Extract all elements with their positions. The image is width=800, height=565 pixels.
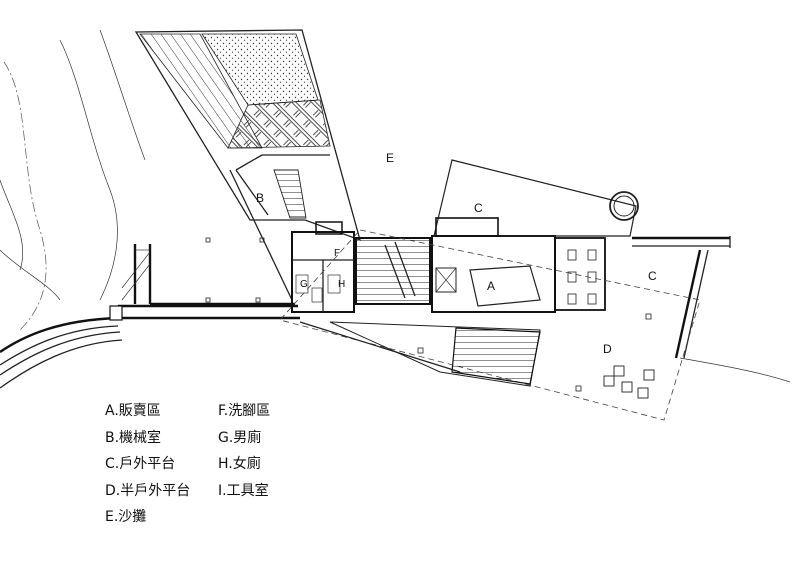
room-label-f: F	[334, 248, 340, 259]
east-rail	[632, 236, 791, 383]
toilet-core	[291, 221, 355, 313]
west-hall	[150, 169, 295, 306]
central-stair	[355, 237, 431, 305]
kiosk-block	[431, 235, 606, 313]
legend-col-1: A.販賣區 B.機械室 C.戶外平台 D.半戶外平台 E.沙攤	[105, 398, 190, 531]
bridge	[121, 244, 152, 304]
deck-d	[279, 229, 701, 421]
legend-item-h: H.女廁	[218, 456, 261, 472]
room-label-h: H	[338, 279, 345, 290]
room-label-a: A	[487, 279, 495, 293]
north-wing	[134, 29, 361, 242]
room-label-c-upper: C	[474, 201, 483, 215]
room-label-e: E	[386, 151, 394, 165]
legend-item-i: I.工具室	[218, 482, 269, 499]
room-label-d: D	[603, 342, 612, 356]
room-label-c-right: C	[648, 269, 657, 283]
legend-item-c: C.戶外平台	[105, 456, 176, 472]
curved-walkway	[0, 316, 123, 389]
legend-item-g: G.男廁	[218, 429, 262, 446]
deck-c-upper	[433, 159, 639, 237]
legend-item-b: B.機械室	[105, 429, 162, 446]
legend-col-2: F.洗腳區 G.男廁 H.女廁 I.工具室	[218, 398, 270, 504]
legend-item-d: D.半戶外平台	[105, 482, 191, 499]
lower-stair	[299, 321, 541, 387]
terrain-contours	[0, 29, 146, 331]
room-label-b: B	[256, 191, 264, 205]
main-walkway	[109, 304, 300, 321]
room-label-g: G	[300, 279, 308, 290]
legend-item-f: F.洗腳區	[218, 403, 271, 419]
legend-item-a: A.販賣區	[105, 403, 161, 419]
legend-item-e: E.沙攤	[105, 509, 147, 525]
